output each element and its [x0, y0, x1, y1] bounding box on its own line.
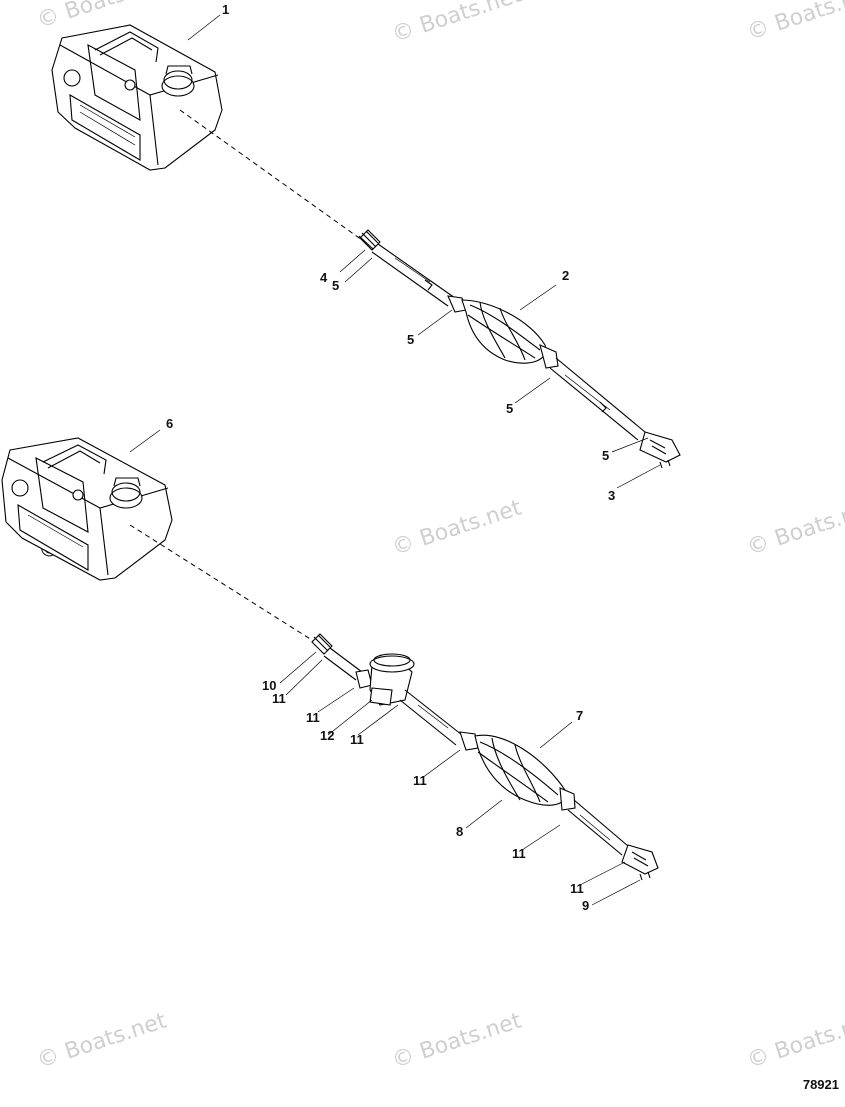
- callout-5: 5: [332, 278, 339, 293]
- watermark-text: © Boats.net: [744, 0, 845, 46]
- callout-4: 4: [320, 270, 328, 285]
- connection-line: [129, 524, 316, 643]
- callout-8: 8: [456, 824, 463, 839]
- connection-line: [179, 109, 363, 241]
- watermark-text: © Boats.net: [389, 0, 525, 48]
- callout-11: 11: [570, 881, 584, 896]
- watermark-text: © Boats.net: [744, 495, 845, 560]
- fuel-tank-1: [51, 24, 223, 171]
- callout-11: 11: [512, 846, 526, 861]
- callout-10: 10: [262, 678, 276, 693]
- callout-5: 5: [602, 448, 609, 463]
- callout-11: 11: [306, 710, 320, 725]
- callout-11: 11: [272, 691, 286, 706]
- callout-12: 12: [320, 728, 334, 743]
- callout-11: 11: [413, 773, 427, 788]
- callouts: 1 2 3 4 5 5 5 5 6 7 8 9 10 11 11 11 11 1…: [166, 2, 615, 913]
- watermark-text: © Boats.net: [34, 0, 170, 34]
- callout-5: 5: [506, 401, 513, 416]
- watermark-text: © Boats.net: [744, 1008, 845, 1073]
- watermark-text: © Boats.net: [389, 1008, 525, 1073]
- fuel-line-assembly-7: [311, 633, 659, 881]
- callout-11: 11: [350, 732, 364, 747]
- watermark-text: © Boats.net: [34, 1008, 170, 1073]
- callout-1: 1: [222, 2, 229, 17]
- callout-2: 2: [562, 268, 569, 283]
- callout-3: 3: [608, 488, 615, 503]
- callout-7: 7: [576, 708, 583, 723]
- fuel-line-assembly-2: [358, 229, 681, 469]
- watermark-text: © Boats.net: [389, 495, 525, 560]
- callout-9: 9: [582, 898, 589, 913]
- leader-lines: [129, 14, 661, 906]
- fuel-tank-6: [1, 437, 173, 581]
- callout-6: 6: [166, 416, 173, 431]
- drawing-number: 78921: [802, 1077, 839, 1092]
- callout-5: 5: [407, 332, 414, 347]
